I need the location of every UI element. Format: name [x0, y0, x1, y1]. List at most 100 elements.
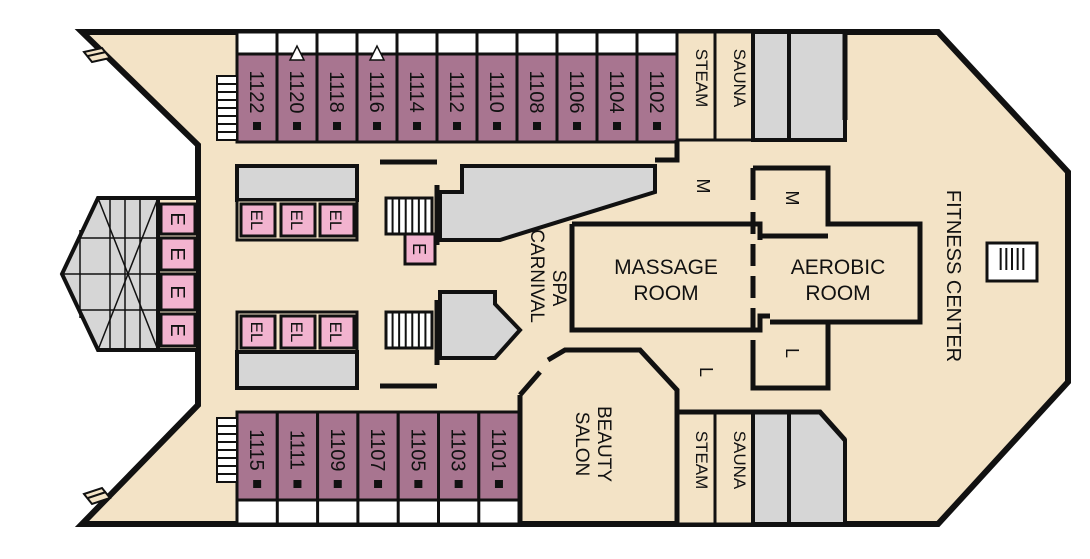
cabin-marker — [333, 480, 342, 488]
elevator-lobby-car — [239, 202, 277, 238]
elevator-label: E — [166, 285, 188, 298]
cabin — [235, 410, 279, 502]
cabin-number: 1102 — [645, 70, 667, 113]
accessible-icon — [368, 44, 386, 61]
massage-room-label-2: ROOM — [633, 282, 698, 305]
cabin-number: 1101 — [487, 428, 509, 471]
beauty-salon-label: BEAUTY — [593, 406, 614, 482]
cabin-marker — [414, 480, 423, 488]
sauna-label-top: SAUNA — [730, 49, 749, 108]
bottom-cabin-balcony-strip — [235, 498, 521, 526]
cabin-marker — [454, 480, 463, 488]
fitness-stair-steps — [999, 248, 1025, 270]
men-marker: M — [693, 179, 713, 194]
shower-area-bottom — [751, 410, 791, 526]
cabin-marker — [653, 122, 661, 130]
ladies-marker: L — [782, 348, 802, 358]
el-label: EL — [287, 322, 306, 343]
cabin-number: 1118 — [325, 71, 347, 113]
cabin-number: 1104 — [605, 70, 627, 113]
cabin-marker — [373, 122, 381, 130]
cabin-number: 1116 — [365, 71, 387, 113]
elevator — [159, 312, 197, 348]
el-label: EL — [247, 322, 266, 343]
cabin-marker — [613, 122, 621, 130]
elevator-lobby-car — [239, 314, 277, 350]
cabin-marker — [333, 122, 341, 130]
mid-stair-bottom — [384, 310, 434, 350]
cabin-marker — [494, 480, 503, 488]
aerobic-room-label: AEROBIC — [791, 256, 886, 279]
men-marker: M — [782, 191, 802, 206]
cabin-marker — [293, 122, 301, 130]
cabin-number: 1110 — [485, 71, 507, 113]
elevator-label: E — [166, 323, 188, 336]
ladies-marker: L — [696, 367, 716, 377]
el-label: EL — [287, 210, 306, 231]
cabin-number: 1103 — [447, 428, 469, 471]
top-stair-steps — [217, 83, 237, 133]
stern-ramp-top — [82, 46, 112, 64]
cabin-marker — [533, 122, 541, 130]
spa-elevator-label: E — [409, 243, 429, 255]
lobby-grey-bottom — [235, 350, 359, 390]
stern-ramp-bottom — [82, 486, 112, 506]
spa-elevator — [403, 232, 437, 266]
el-label: EL — [326, 322, 345, 343]
aft-elevators: E E E E — [159, 202, 197, 348]
steam-label-bottom: STEAM — [692, 431, 711, 490]
elevator-label: E — [166, 212, 188, 225]
cabin-marker — [253, 480, 262, 488]
el-label: EL — [326, 210, 345, 231]
cabin-marker — [493, 122, 501, 130]
sauna-top — [713, 30, 755, 142]
sauna-label-bottom: SAUNA — [730, 431, 749, 490]
cabin-marker — [413, 122, 421, 130]
spa-reception-grey-top — [438, 164, 657, 242]
cabin-number: 1122 — [245, 70, 267, 113]
accessible-icon — [288, 44, 306, 61]
el-label: EL — [247, 210, 266, 231]
elevator-lobby-car — [279, 314, 317, 350]
shower-area-top-2 — [787, 30, 847, 142]
massage-room-label: MASSAGE — [614, 256, 718, 279]
spa-label-2: CARNIVAL — [526, 229, 547, 323]
shower-area-top — [751, 30, 791, 142]
fitness-center-label: FITNESS CENTER — [942, 190, 964, 362]
cabin-marker — [293, 480, 302, 488]
spa-reception-grey-bottom — [438, 290, 523, 360]
steam-label-top: STEAM — [692, 49, 711, 108]
cabin-number: 1106 — [565, 70, 587, 113]
cabin-number: 1112 — [445, 71, 467, 113]
skylight-dome — [59, 196, 160, 352]
cabin-marker — [573, 122, 581, 130]
cabin-marker — [253, 122, 261, 130]
cabin-number: 1109 — [326, 428, 348, 471]
cabin-number: 1115 — [245, 429, 267, 471]
elevator-lobby-car — [279, 202, 317, 238]
mid-stair-bottom-steps — [391, 312, 427, 348]
cabin-marker — [453, 122, 461, 130]
interior-walls — [380, 32, 923, 524]
mid-stair-top-steps — [391, 198, 427, 234]
beauty-salon-label-2: SALON — [571, 412, 592, 476]
cabin-number: 1114 — [405, 71, 427, 113]
elevator-label: E — [166, 247, 188, 260]
elevator — [159, 272, 197, 312]
cabin-number: 1108 — [525, 70, 547, 113]
cabin-number: 1107 — [366, 428, 388, 471]
elevator-lobby-car — [318, 314, 356, 350]
lobby-grey-top — [235, 164, 359, 202]
bottom-stair-steps — [217, 425, 237, 475]
elevator — [159, 236, 197, 272]
aerobic-room-label-2: ROOM — [805, 282, 870, 305]
cabin — [275, 410, 320, 502]
elevator-lobby-car — [318, 202, 356, 238]
elevator — [159, 202, 197, 236]
cabin-marker — [374, 480, 383, 488]
cabin-number: 1120 — [285, 70, 307, 113]
cabin-number: 1111 — [285, 430, 307, 470]
top-cabin-balcony-strip — [235, 30, 679, 56]
cabin-number: 1105 — [406, 428, 428, 471]
